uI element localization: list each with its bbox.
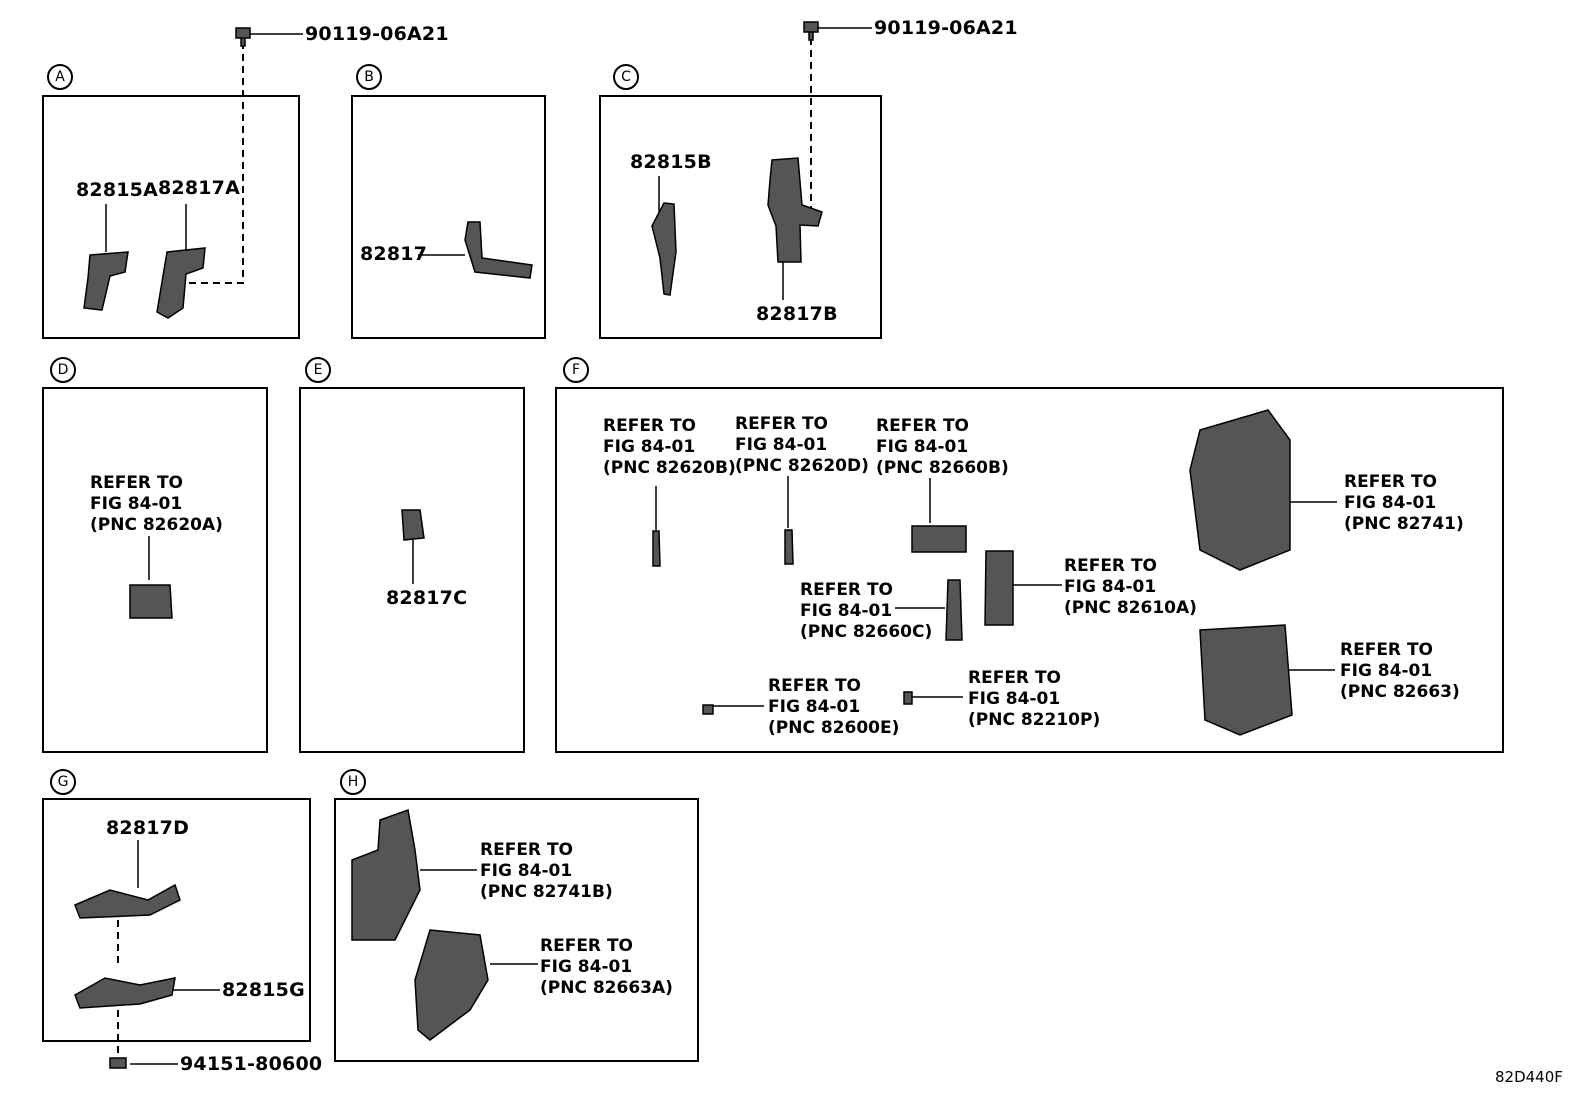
refer-fig: FIG 84-01 [1340, 661, 1433, 681]
refer-pnc: (PNC 82610A) [1064, 598, 1197, 618]
refer-callout-f9: REFER TO FIG 84-01 (PNC 82210P) [968, 668, 1100, 731]
box-g [42, 798, 311, 1042]
refer-pnc: (PNC 82660C) [800, 622, 933, 642]
refer-pnc: (PNC 82741) [1344, 514, 1464, 534]
part-label-82817c: 82817C [386, 587, 468, 609]
refer-fig: FIG 84-01 [768, 697, 861, 717]
refer-line: REFER TO [480, 840, 573, 860]
section-marker-f: F [563, 357, 589, 383]
refer-callout-f2: REFER TO FIG 84-01 (PNC 82620D) [735, 414, 869, 477]
section-marker-g: G [50, 769, 76, 795]
refer-fig: FIG 84-01 [1064, 577, 1157, 597]
refer-pnc: (PNC 82620B) [603, 458, 736, 478]
refer-callout-f6: REFER TO FIG 84-01 (PNC 82660C) [800, 580, 932, 643]
section-marker-b: B [356, 64, 382, 90]
refer-fig: FIG 84-01 [90, 494, 183, 514]
part-label-82815a: 82815A [76, 179, 159, 201]
box-d [42, 387, 268, 753]
refer-pnc: (PNC 82741B) [480, 882, 613, 902]
refer-callout-f1: REFER TO FIG 84-01 (PNC 82620B) [603, 416, 736, 479]
part-label-82817: 82817 [360, 243, 428, 265]
section-marker-c: C [613, 64, 639, 90]
diagram-code: 82D440F [1495, 1068, 1563, 1086]
box-h [334, 798, 699, 1062]
refer-line: REFER TO [968, 668, 1061, 688]
box-e [299, 387, 525, 753]
refer-line: REFER TO [876, 416, 969, 436]
section-marker-h: H [340, 769, 366, 795]
part-label-82815b: 82815B [630, 151, 712, 173]
refer-fig: FIG 84-01 [800, 601, 893, 621]
refer-callout-d: REFER TO FIG 84-01 (PNC 82620A) [90, 473, 223, 536]
refer-pnc: (PNC 82663A) [540, 978, 673, 998]
refer-line: REFER TO [90, 473, 183, 493]
refer-line: REFER TO [603, 416, 696, 436]
refer-fig: FIG 84-01 [735, 435, 828, 455]
refer-pnc: (PNC 82663) [1340, 682, 1460, 702]
refer-pnc: (PNC 82210P) [968, 710, 1101, 730]
refer-callout-f5: REFER TO FIG 84-01 (PNC 82610A) [1064, 556, 1197, 619]
refer-line: REFER TO [1064, 556, 1157, 576]
refer-callout-h1: REFER TO FIG 84-01 (PNC 82741B) [480, 840, 613, 903]
section-marker-d: D [50, 357, 76, 383]
part-label-bolt-c: 90119-06A21 [874, 17, 1018, 39]
part-label-82817b: 82817B [756, 303, 838, 325]
part-label-82815g: 82815G [222, 979, 305, 1001]
refer-line: REFER TO [540, 936, 633, 956]
part-label-bolt-a: 90119-06A21 [305, 23, 449, 45]
part-label-nut-g: 94151-80600 [180, 1053, 323, 1075]
refer-fig: FIG 84-01 [968, 689, 1061, 709]
refer-callout-h2: REFER TO FIG 84-01 (PNC 82663A) [540, 936, 673, 999]
section-marker-a: A [47, 64, 73, 90]
part-label-82817a: 82817A [158, 177, 241, 199]
refer-fig: FIG 84-01 [480, 861, 573, 881]
refer-line: REFER TO [735, 414, 828, 434]
refer-fig: FIG 84-01 [876, 437, 969, 457]
refer-line: REFER TO [768, 676, 861, 696]
refer-pnc: (PNC 82620D) [735, 456, 869, 476]
refer-callout-f4: REFER TO FIG 84-01 (PNC 82741) [1344, 472, 1464, 535]
section-marker-e: E [305, 357, 331, 383]
part-label-82817d: 82817D [106, 817, 190, 839]
refer-fig: FIG 84-01 [540, 957, 633, 977]
refer-pnc: (PNC 82660B) [876, 458, 1009, 478]
refer-pnc: (PNC 82600E) [768, 718, 900, 738]
refer-pnc: (PNC 82620A) [90, 515, 223, 535]
refer-line: REFER TO [1340, 640, 1433, 660]
refer-fig: FIG 84-01 [603, 437, 696, 457]
refer-fig: FIG 84-01 [1344, 493, 1437, 513]
box-c [599, 95, 882, 339]
refer-callout-f7: REFER TO FIG 84-01 (PNC 82663) [1340, 640, 1460, 703]
box-a [42, 95, 300, 339]
refer-callout-f3: REFER TO FIG 84-01 (PNC 82660B) [876, 416, 1009, 479]
refer-line: REFER TO [800, 580, 893, 600]
refer-line: REFER TO [1344, 472, 1437, 492]
box-b [351, 95, 546, 339]
refer-callout-f8: REFER TO FIG 84-01 (PNC 82600E) [768, 676, 899, 739]
box-f [555, 387, 1504, 753]
